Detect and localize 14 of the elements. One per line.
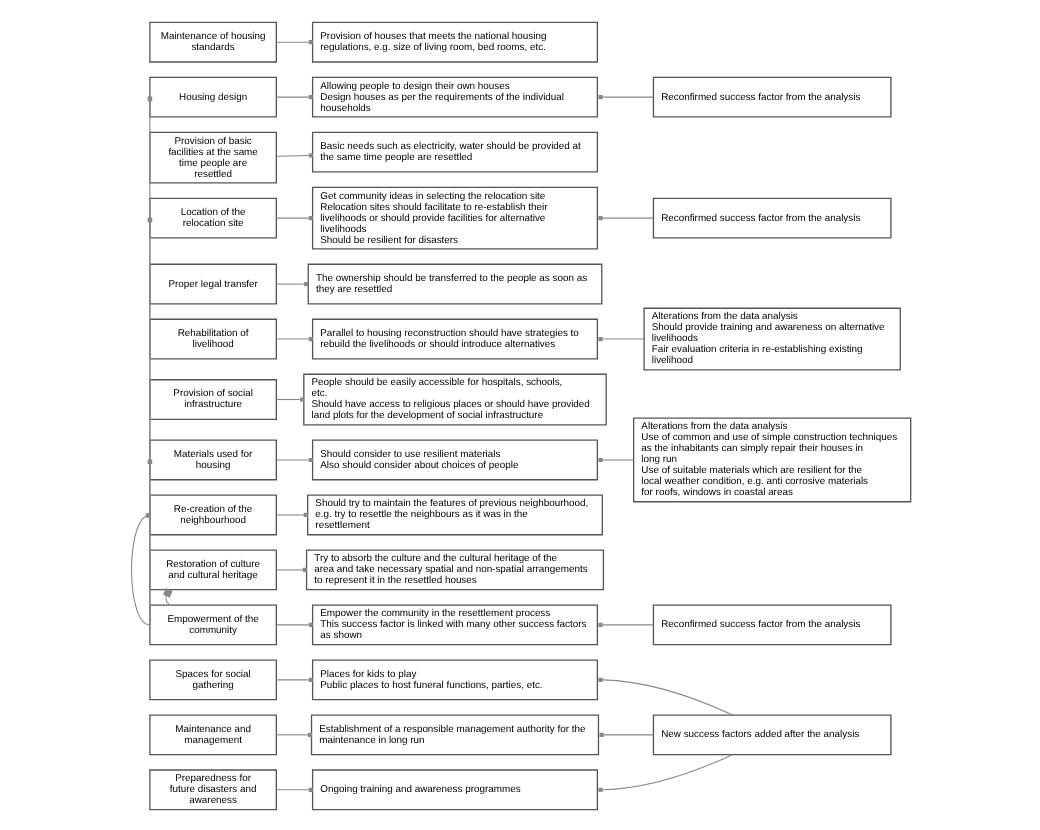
connector <box>597 215 653 220</box>
connector <box>597 335 644 341</box>
connector <box>598 731 653 736</box>
connector <box>597 94 653 99</box>
connector <box>146 458 152 625</box>
connector <box>597 456 634 462</box>
connector <box>597 753 733 791</box>
connector <box>130 511 151 625</box>
connector <box>597 621 653 626</box>
connector <box>275 511 307 517</box>
connector <box>275 152 312 157</box>
connector <box>275 396 304 401</box>
connector <box>597 676 733 715</box>
connector <box>162 587 172 605</box>
